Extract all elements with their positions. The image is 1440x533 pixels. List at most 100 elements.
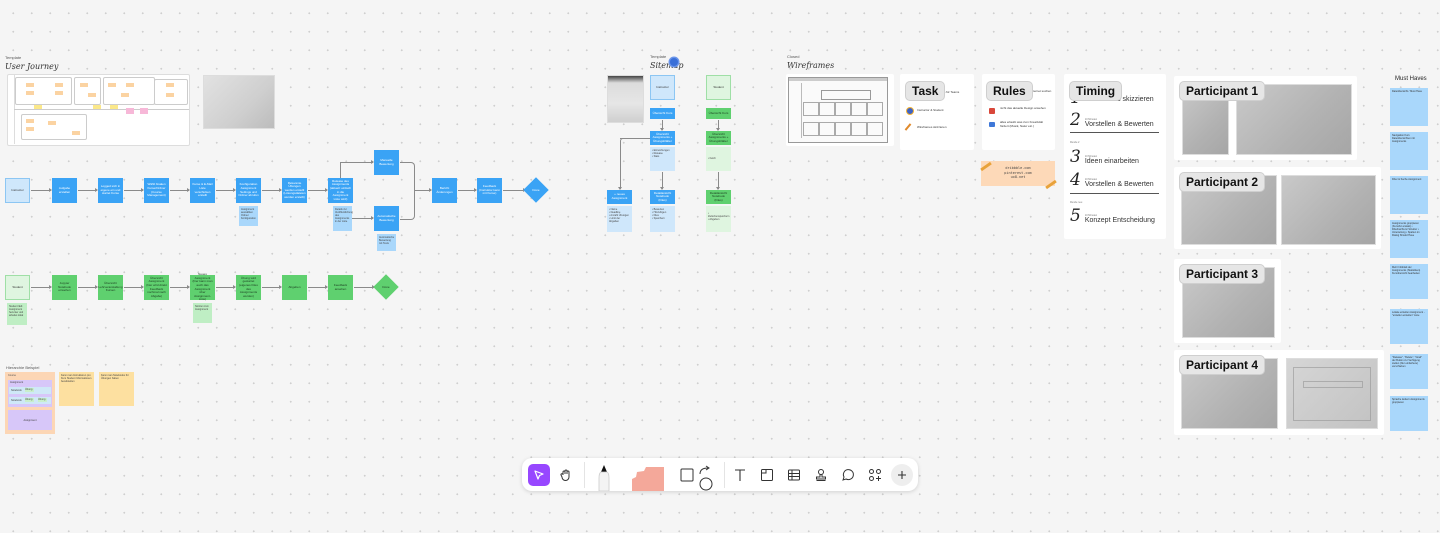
assignment-container[interactable]: Assignment Notebook Übung Notebook Übung… <box>8 380 52 407</box>
flow-node[interactable]: Logged sich in eigene ein und startet Ku… <box>98 178 123 203</box>
flow-node[interactable]: Neues Assignment (hier kann man auch das… <box>190 272 215 301</box>
gear-icon <box>670 58 678 66</box>
course-container[interactable]: Course Assignment Notebook Übung Noteboo… <box>5 372 55 434</box>
lock-icon <box>989 108 995 114</box>
flow-node[interactable]: Release des Assignments (aktuell: einfac… <box>328 178 353 203</box>
flow-end-done[interactable]: Done <box>373 274 399 300</box>
add-button[interactable] <box>891 464 913 486</box>
wireframes-title[interactable]: Wireframes <box>787 61 835 70</box>
flow-node[interactable]: Abgeben <box>282 275 307 300</box>
marker-tool[interactable] <box>596 464 612 492</box>
flow-node[interactable]: Bericht Änderungen <box>432 178 457 203</box>
wireframe-sketch-card[interactable] <box>786 74 894 146</box>
sticky-note-tool[interactable] <box>756 464 778 486</box>
sitemap-student-root[interactable]: Student <box>706 75 731 100</box>
sticky-note[interactable]: Sprache ändern Assignments gruppieren <box>1390 396 1428 431</box>
widgets-icon <box>869 469 881 481</box>
sticky-note[interactable]: Kann man Instruktoren pro Kurs Student I… <box>59 372 94 406</box>
sitemap-node[interactable]: Detailansicht Notebook (Files) <box>706 190 731 204</box>
hierarchy-section-label: Hierarchie Beispiel <box>6 365 40 370</box>
text-icon <box>735 469 745 481</box>
comment-icon <box>842 469 854 481</box>
flow-node[interactable]: Übersicht Assignment (hier wird direkt F… <box>144 275 169 300</box>
square-icon <box>680 468 694 482</box>
flow-node-auto-grading[interactable]: Automatische Bewertung <box>374 206 399 231</box>
plus-icon <box>898 471 906 479</box>
timing-label: Timing <box>1069 81 1123 101</box>
table-tool[interactable] <box>783 464 805 486</box>
comment-tool[interactable] <box>837 464 859 486</box>
more-widgets-tool[interactable] <box>864 464 886 486</box>
participant-label: Participant 3 <box>1179 264 1266 284</box>
flow-node-instructor[interactable]: Instructor <box>5 178 30 203</box>
sticky-note[interactable]: Details zur Veröffentlichung des Assignm… <box>333 206 353 231</box>
sitemap-node[interactable]: + neues Assignment <box>607 190 632 204</box>
flow-node-manual-grading[interactable]: Manuelle Bewertung <box>374 150 399 175</box>
connector-tool[interactable] <box>698 465 714 491</box>
sitemap-node[interactable]: Übersicht Kurs <box>650 108 675 119</box>
stamp-tool[interactable] <box>810 464 832 486</box>
flow-node[interactable]: Feedback ansehen <box>328 275 353 300</box>
whiteboard-photo[interactable] <box>607 75 644 123</box>
flow-node[interactable]: Übung wird gestartet (eigenes Files des … <box>236 275 261 300</box>
select-tool[interactable] <box>528 464 550 486</box>
sticky-note[interactable]: Dateiübersicht / Must Have <box>1390 88 1428 126</box>
cursor-icon <box>534 470 544 480</box>
flow-node[interactable]: Konfiguration Assignment Settings und Or… <box>236 178 261 203</box>
sitemap-node-details: • Fetch <box>706 147 731 171</box>
must-haves-title: Must Haves <box>1395 76 1427 82</box>
highlighter-icon <box>632 467 664 491</box>
pencil-icon <box>904 123 912 131</box>
flow-node[interactable]: Relevante Übungen werden erstellt (Lösun… <box>282 178 307 203</box>
sitemap-node[interactable]: Übersicht Assignments + Übungsblätter <box>706 131 731 145</box>
sticky-note[interactable]: Notizen zum Assignment <box>193 303 212 323</box>
sticky-note[interactable]: Navigation Kurs Dateiübersichten mit Ass… <box>1390 132 1428 170</box>
hand-tool[interactable] <box>555 464 577 486</box>
users-icon <box>906 107 914 115</box>
whiteboard-photo[interactable] <box>203 75 275 129</box>
highlighter-tool[interactable] <box>630 465 664 491</box>
flow-node[interactable]: Aufgabe erstellen <box>52 178 77 203</box>
sticky-note[interactable]: Assignments gruppieren (Kurs/Art anstatt… <box>1390 220 1428 258</box>
shape-tool[interactable] <box>676 464 698 486</box>
flow-node[interactable]: Jupyter Notebook einsehen <box>52 275 77 300</box>
sticky-note[interactable]: Kann man Notebooks für Übungen haben <box>99 372 134 406</box>
assignment-container[interactable]: Assignment <box>8 410 52 430</box>
participant-label: Participant 4 <box>1179 355 1266 375</box>
flow-node-student[interactable]: Student <box>5 275 30 300</box>
sitemap-title[interactable]: Sitemap <box>650 61 684 70</box>
sitemap-instructor-root[interactable]: Instructor <box>650 75 675 100</box>
sitemap-node-details: • Einreichungen • Release • Stats <box>650 147 675 171</box>
sticky-note[interactable]: Automatische Bewertung mit Tests <box>377 234 396 251</box>
connector-icon <box>699 465 713 491</box>
flow-node[interactable]: Wählt bisalen Kurse/Ordner (Course Manag… <box>144 178 169 203</box>
user-journey-title[interactable]: User Journey <box>5 62 59 71</box>
bottom-toolbar <box>522 458 918 492</box>
sitemap-section-label: Template <box>650 54 667 59</box>
task-label: Task <box>905 81 946 101</box>
section-label: Template <box>5 55 22 60</box>
sketch-photo[interactable] <box>1281 175 1376 245</box>
sticky-note[interactable]: Filter & Suche Assignment <box>1390 176 1428 214</box>
participant-label: Participant 1 <box>1179 81 1266 101</box>
wireframes-section-label: Closed <box>787 54 800 59</box>
sitemap-node-details: • Name • Deadline • Anzahl Übungen • Lim… <box>607 206 632 232</box>
sticky-note[interactable]: "Release", "Delete", "Grad" der Button z… <box>1390 354 1428 389</box>
sticky-note[interactable]: Lokale erstellen Assignment - "erstellen… <box>1390 309 1428 344</box>
sitemap-node[interactable]: Übersicht Assignments + Übungsblätter <box>650 131 675 145</box>
flow-node[interactable]: Übersicht Lehrveranstaltung Kursen <box>98 275 123 300</box>
sticky-note[interactable]: Mehr Infoblatt der Assignments (Statisti… <box>1390 264 1428 299</box>
sticky-note[interactable]: Assignment auswählen Ordner Konfiguratio… <box>239 206 258 226</box>
sitemap-node-details: • Bewerten • Hinzufügen • Files • Speich… <box>650 206 675 232</box>
sketch-photo[interactable] <box>1286 358 1378 429</box>
text-tool[interactable] <box>729 464 751 486</box>
table-icon <box>788 469 800 481</box>
flow-node[interactable]: Feedback (Instruktor kann mit Kurse) <box>477 178 502 203</box>
inspiration-links-note[interactable]: dribbble.com pinterest.com ux8.net <box>981 161 1055 186</box>
flow-end-done[interactable]: Done <box>523 177 549 203</box>
sitemap-node[interactable]: Übersicht Kurs <box>706 108 731 119</box>
sticky-note[interactable]: Student lädt Assignment herunter und arb… <box>7 303 27 325</box>
sitemap-node[interactable]: Detailansicht Notebook (Files) <box>650 190 675 204</box>
flow-node[interactable]: Kurse & E-Mail Liste verschicken erstell… <box>190 178 215 203</box>
swimlane-diagram[interactable] <box>7 74 190 146</box>
